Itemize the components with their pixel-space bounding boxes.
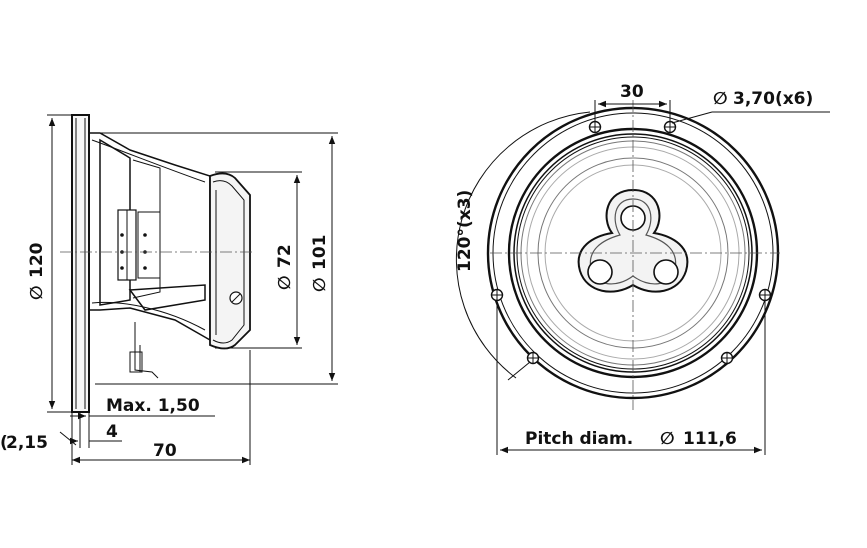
cone: [99, 138, 131, 306]
dim-215-paren: (: [0, 433, 8, 453]
flange: [71, 114, 90, 413]
pitch-value: 111,6: [683, 429, 737, 449]
dim-4-label: 4: [106, 422, 118, 442]
dim-215-label: 2,15: [6, 433, 48, 453]
mounting-holes: [490, 120, 772, 365]
dim-30-label: 30: [620, 82, 644, 102]
pitch-dia-symbol: ∅: [660, 429, 675, 449]
dia-72-symbol: ∅: [275, 275, 295, 290]
dia-101-label: 101: [310, 235, 330, 271]
pitch-label: Pitch diam.: [525, 429, 633, 449]
front-view: 30 ∅ 3,70(x6) 120°(x3) Pitch diam. ∅ 111…: [455, 82, 830, 455]
terminal: [128, 284, 206, 311]
max-label: Max. 1,50: [106, 396, 200, 416]
side-view: ∅ 120 ∅ 72 ∅ 101 Max. 1,50 4 ( 2,15 70: [0, 114, 338, 465]
dim-70-label: 70: [153, 441, 177, 461]
dia-101-symbol: ∅: [310, 277, 330, 292]
angle-label: 120°(x3): [455, 190, 475, 272]
hole-dia-symbol: ∅: [713, 89, 728, 109]
hole-label: 3,70(x6): [733, 89, 813, 109]
dia-72-label: 72: [275, 244, 295, 268]
dia-120-symbol: ∅: [27, 285, 47, 300]
dia-120-label: 120: [27, 242, 47, 278]
